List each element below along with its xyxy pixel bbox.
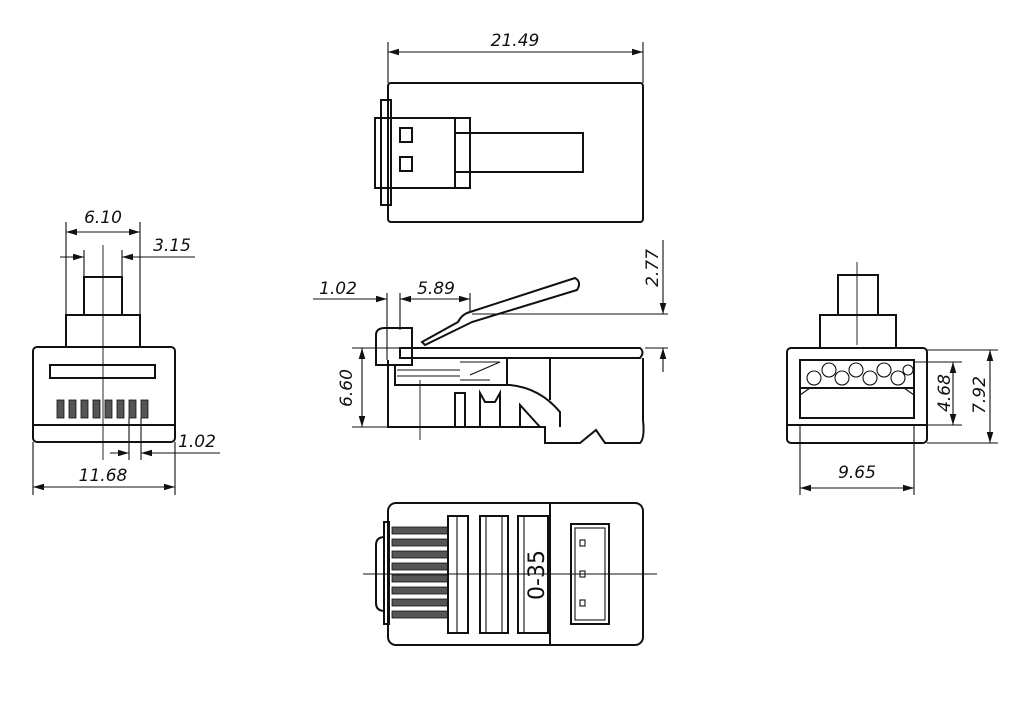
wire-holes	[806, 362, 914, 386]
dim-side-latch-position: 5.89	[417, 279, 455, 299]
dim-rear-opening-height: 4.68	[935, 374, 955, 412]
side-view: 6.60 1.02 5.89 2.77	[313, 240, 668, 444]
dim-side-body-height: 6.60	[337, 369, 357, 407]
dim-front-width: 11.68	[79, 466, 128, 486]
rear-view: 4.68 7.92 9.65	[786, 262, 998, 495]
dim-side-front-offset: 1.02	[319, 279, 357, 299]
top-view: 21.49	[374, 31, 644, 223]
dim-front-offset: 3.15	[153, 236, 191, 256]
dim-pin-pitch: 1.02	[178, 432, 216, 452]
contact-wires	[391, 526, 449, 619]
dim-rear-opening-width: 9.65	[838, 463, 876, 483]
front-pins	[56, 399, 149, 419]
front-view: 6.10 3.15 1.02 11.68	[32, 208, 220, 495]
dim-front-tab-width: 6.10	[84, 208, 122, 228]
dim-rear-total-height: 7.92	[970, 376, 990, 414]
dim-top-length: 21.49	[491, 31, 540, 51]
bottom-view: 0-35	[363, 502, 657, 646]
dim-side-latch-height: 2.77	[643, 249, 663, 287]
bottom-marking: 0-35	[525, 550, 550, 600]
